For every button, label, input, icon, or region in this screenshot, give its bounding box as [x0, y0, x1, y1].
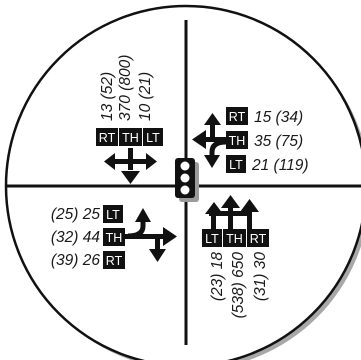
svg-text:LT: LT [106, 208, 120, 222]
east-lt-box: LT [226, 155, 246, 173]
svg-text:(538) 650: (538) 650 [230, 252, 247, 319]
east-approach: RT 15 (34) TH 35 (75) LT 21 (119) [192, 107, 309, 174]
svg-text:LT: LT [146, 131, 160, 145]
east-volume-th: 35 (75) [254, 133, 303, 150]
north-volume-lt: 10 (21) [137, 72, 154, 121]
east-volume-rt: 15 (34) [254, 109, 303, 126]
svg-text:LT: LT [229, 158, 243, 172]
west-lt-box: LT [103, 205, 123, 223]
svg-text:RT: RT [250, 232, 267, 246]
svg-text:13 (52): 13 (52) [99, 72, 116, 121]
north-rt-box: RT [96, 128, 118, 146]
north-volume-rt: 13 (52) [99, 72, 116, 121]
svg-text:RT: RT [99, 131, 116, 145]
south-lt-box: LT [202, 229, 222, 247]
west-th-box: TH [103, 228, 125, 246]
south-approach: LT TH RT (23) 18 (538) 650 (31) 30 [202, 195, 269, 318]
svg-text:TH: TH [226, 232, 243, 246]
svg-text:TH: TH [122, 131, 139, 145]
east-volume-lt: 21 (119) [251, 157, 309, 174]
svg-text:LT: LT [205, 232, 219, 246]
west-volume-rt: (39) 26 [51, 252, 100, 269]
east-movement-arrows-icon [192, 113, 227, 168]
west-rt-box: RT [103, 251, 125, 269]
south-th-box: TH [223, 229, 246, 247]
traffic-signal-icon [175, 158, 199, 202]
south-rt-box: RT [247, 229, 269, 247]
west-approach: (25) 25 LT (32) 44 TH (39) 26 RT [51, 205, 177, 269]
svg-text:(23) 18: (23) 18 [209, 252, 226, 301]
north-volume-th: 370 (800) [117, 55, 134, 121]
east-rt-box: RT [226, 107, 248, 125]
north-lt-box: LT [143, 128, 163, 146]
svg-text:RT: RT [106, 254, 123, 268]
svg-text:370 (800): 370 (800) [117, 55, 134, 121]
west-volume-lt: (25) 25 [51, 206, 100, 223]
svg-text:TH: TH [106, 231, 123, 245]
west-volume-th: (32) 44 [51, 229, 100, 246]
north-approach: 13 (52) 370 (800) 10 (21) RT TH LT [96, 55, 163, 184]
svg-text:RT: RT [229, 110, 246, 124]
north-th-box: TH [119, 128, 142, 146]
svg-text:10 (21): 10 (21) [137, 72, 154, 121]
south-volume-lt: (23) 18 [209, 252, 226, 301]
north-movement-arrows-icon [104, 148, 157, 184]
svg-text:(31) 30: (31) 30 [252, 252, 269, 301]
west-movement-arrows-icon [125, 208, 177, 262]
svg-text:TH: TH [229, 134, 246, 148]
south-volume-rt: (31) 30 [252, 252, 269, 301]
east-th-box: TH [226, 131, 248, 149]
south-volume-th: (538) 650 [230, 252, 247, 319]
south-movement-arrows-icon [205, 195, 259, 229]
